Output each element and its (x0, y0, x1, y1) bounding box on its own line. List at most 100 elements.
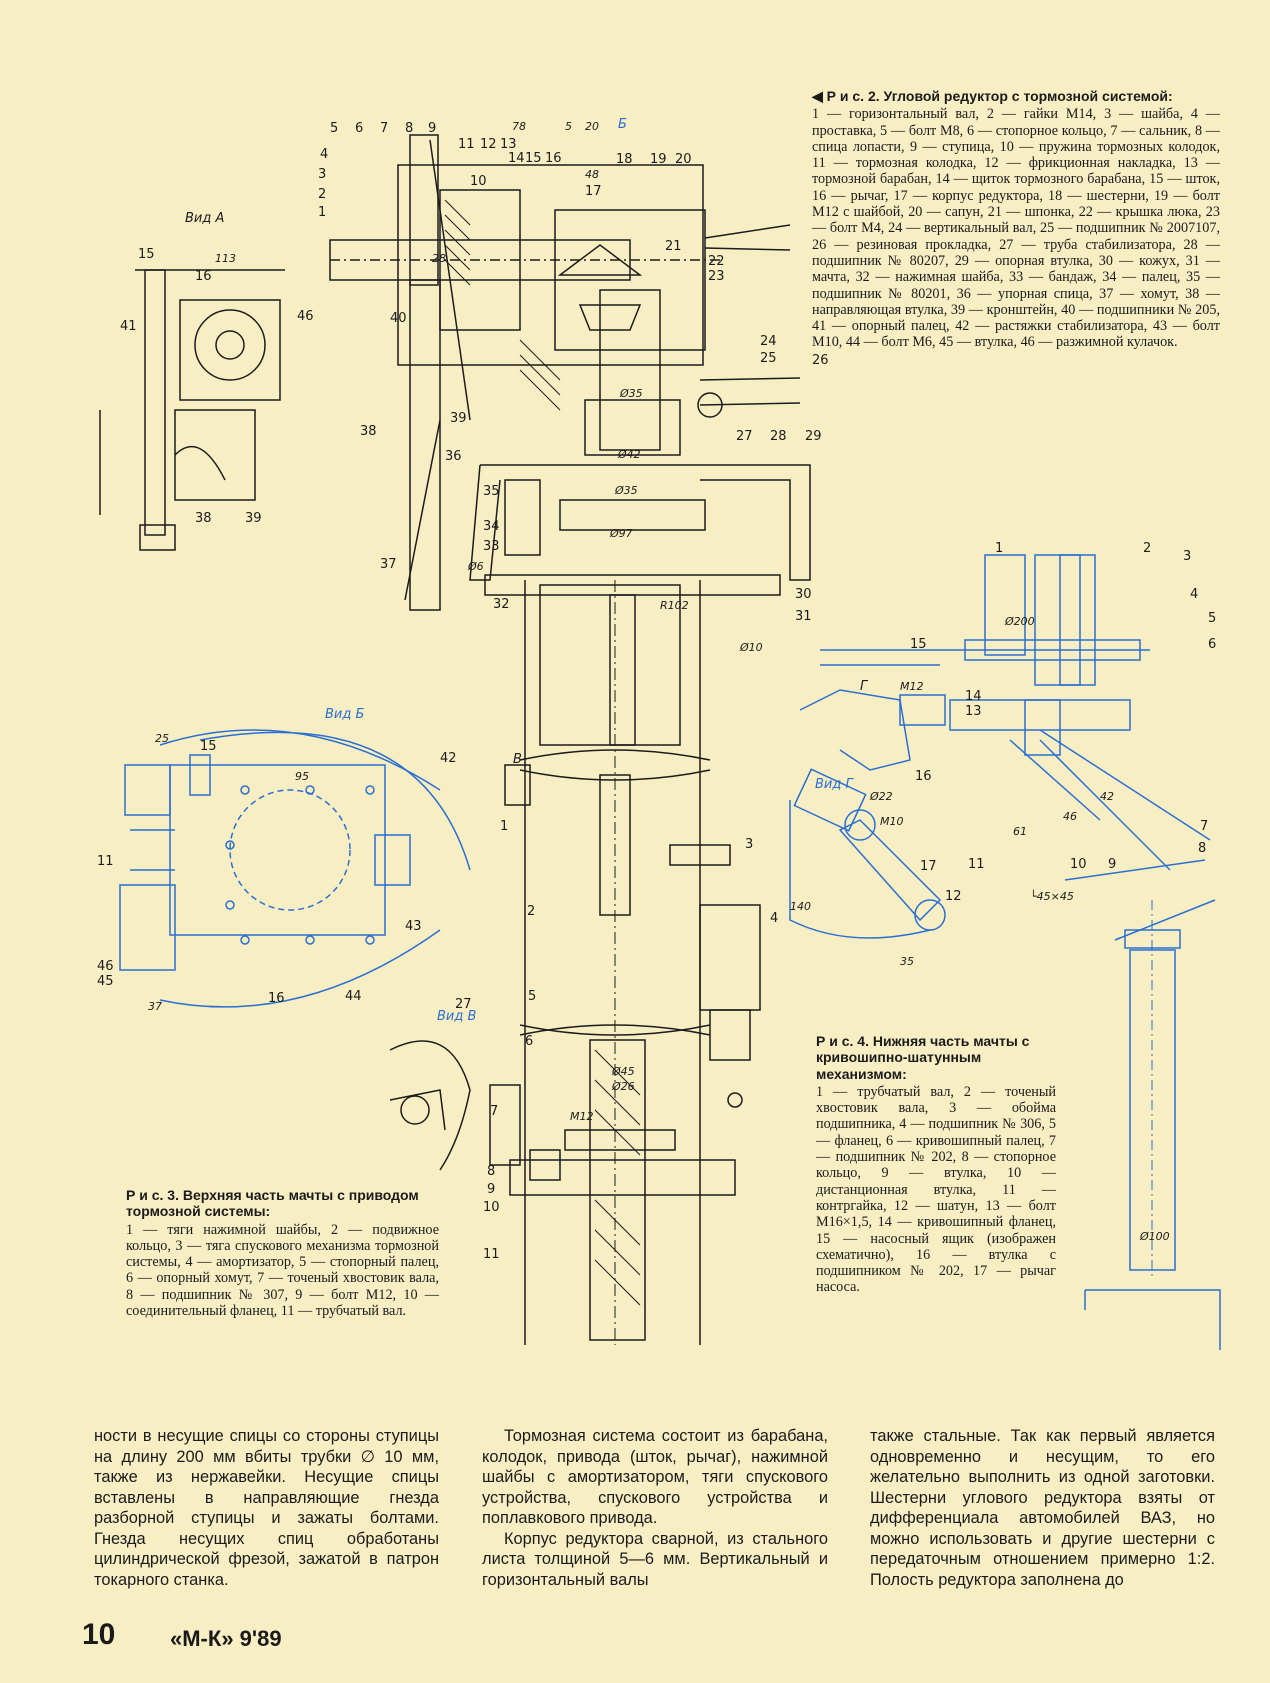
svg-text:24: 24 (760, 334, 777, 349)
svg-text:Ø10: Ø10 (739, 641, 763, 654)
svg-text:10: 10 (470, 174, 487, 189)
view-g-label: Вид Г (815, 777, 854, 792)
svg-text:11: 11 (483, 1247, 500, 1262)
svg-text:27: 27 (455, 997, 472, 1012)
svg-text:8: 8 (487, 1164, 495, 1179)
svg-text:Ø35: Ø35 (614, 484, 638, 497)
svg-text:46: 46 (297, 309, 314, 324)
svg-text:16: 16 (545, 151, 562, 166)
magazine-issue: «М-К» 9'89 (170, 1626, 282, 1651)
svg-text:Ø97: Ø97 (609, 527, 633, 540)
svg-text:23: 23 (708, 269, 725, 284)
svg-text:1: 1 (318, 205, 326, 220)
svg-text:19: 19 (650, 152, 667, 167)
svg-text:Ø200: Ø200 (1004, 615, 1035, 628)
svg-text:31: 31 (795, 609, 812, 624)
svg-text:6: 6 (525, 1034, 533, 1049)
svg-text:Ø45: Ø45 (611, 1065, 635, 1078)
svg-text:61: 61 (1013, 825, 1027, 838)
fig4-caption-items: 1 — трубчатый вал, 2 — точеный хвостовик… (816, 1083, 1056, 1296)
svg-text:1: 1 (500, 819, 508, 834)
svg-text:9: 9 (428, 121, 436, 136)
svg-text:43: 43 (405, 919, 422, 934)
svg-text:15: 15 (910, 637, 927, 652)
svg-text:25: 25 (760, 351, 777, 366)
fig4-caption: Р и с. 4. Нижняя часть мачты с кривошипн… (816, 1033, 1056, 1296)
svg-text:41: 41 (120, 319, 137, 334)
svg-text:39: 39 (450, 411, 467, 426)
body-paragraph: также стальные. Так как первый является … (870, 1427, 1215, 1589)
svg-text:4: 4 (1190, 587, 1198, 602)
arrow-b-label: Б (618, 117, 627, 132)
arrow-g-label: Г (860, 679, 869, 694)
fig3-caption-items: 1 — тяги нажимной шайбы, 2 — подвижное к… (126, 1221, 439, 1320)
body-column-2: Тормозная система состоит из барабана, к… (482, 1426, 828, 1590)
svg-text:17: 17 (920, 859, 937, 874)
svg-text:15: 15 (200, 739, 217, 754)
svg-text:4: 4 (320, 147, 328, 162)
svg-text:15: 15 (525, 151, 542, 166)
svg-text:12: 12 (480, 137, 497, 152)
svg-text:2: 2 (1143, 541, 1151, 556)
svg-text:10: 10 (483, 1200, 500, 1215)
svg-text:7: 7 (1200, 819, 1208, 834)
fig4-drawing (789, 554, 1221, 1350)
svg-text:25: 25 (155, 732, 169, 745)
svg-text:22: 22 (708, 254, 725, 269)
body-paragraph: Тормозная система состоит из барабана, к… (482, 1427, 828, 1527)
svg-text:45: 45 (97, 974, 114, 989)
mast (489, 580, 761, 1345)
svg-text:42: 42 (1100, 790, 1114, 803)
svg-text:5: 5 (1208, 611, 1216, 626)
svg-text:8: 8 (1198, 841, 1206, 856)
body-column-1: ности в несущие спицы со стороны ступицы… (94, 1426, 439, 1590)
svg-text:113: 113 (215, 252, 236, 265)
svg-text:16: 16 (915, 769, 932, 784)
svg-text:95: 95 (295, 770, 309, 783)
svg-text:33: 33 (483, 539, 500, 554)
fig2-caption-title: ◀ Р и с. 2. Угловой редуктор с тормозной… (812, 88, 1173, 104)
view-b-drawing (119, 729, 471, 1008)
svg-text:13: 13 (965, 704, 982, 719)
svg-text:14: 14 (508, 151, 525, 166)
svg-text:12: 12 (945, 889, 962, 904)
svg-text:Ø22: Ø22 (869, 790, 893, 803)
svg-text:29: 29 (805, 429, 822, 444)
svg-text:1: 1 (995, 541, 1003, 556)
svg-text:М12: М12 (570, 1110, 594, 1123)
svg-text:14: 14 (965, 689, 982, 704)
svg-text:36: 36 (445, 449, 462, 464)
svg-text:М12: М12 (900, 680, 924, 693)
svg-text:37: 37 (148, 1000, 162, 1013)
svg-text:48: 48 (585, 168, 599, 181)
fig2-caption: ◀ Р и с. 2. Угловой редуктор с тормозной… (812, 88, 1220, 351)
svg-text:11: 11 (97, 854, 114, 869)
svg-text:34: 34 (483, 519, 500, 534)
svg-text:7: 7 (490, 1104, 498, 1119)
svg-text:М10: М10 (880, 815, 904, 828)
svg-text:2: 2 (318, 187, 326, 202)
svg-text:3: 3 (318, 167, 326, 182)
svg-text:38: 38 (360, 424, 377, 439)
svg-text:3: 3 (1183, 549, 1191, 564)
fig2-caption-items: 1 — горизонтальный вал, 2 — гайки М14, 3… (812, 106, 1220, 351)
svg-text:78: 78 (512, 120, 526, 133)
svg-text:28: 28 (770, 429, 787, 444)
view-a-drawing (99, 269, 285, 551)
body-paragraph: Корпус редуктора сварной, из стального л… (482, 1529, 828, 1589)
svg-text:Ø26: Ø26 (611, 1080, 635, 1093)
svg-text:20: 20 (585, 120, 599, 133)
svg-text:9: 9 (487, 1182, 495, 1197)
svg-text:13: 13 (500, 137, 517, 152)
svg-text:2: 2 (527, 904, 535, 919)
svg-text:10: 10 (1070, 857, 1087, 872)
svg-text:15: 15 (138, 247, 155, 262)
svg-text:30: 30 (795, 587, 812, 602)
svg-text:17: 17 (585, 184, 602, 199)
svg-text:└45×45: └45×45 (1030, 889, 1074, 903)
svg-text:35: 35 (900, 955, 914, 968)
technical-drawing: 5 6 7 8 9 4 3 2 1 11 12 13 14 15 16 10 1… (97, 117, 1221, 1350)
svg-text:27: 27 (736, 429, 753, 444)
svg-text:18: 18 (616, 152, 633, 167)
body-paragraph: ности в несущие спицы со стороны ступицы… (94, 1427, 439, 1589)
